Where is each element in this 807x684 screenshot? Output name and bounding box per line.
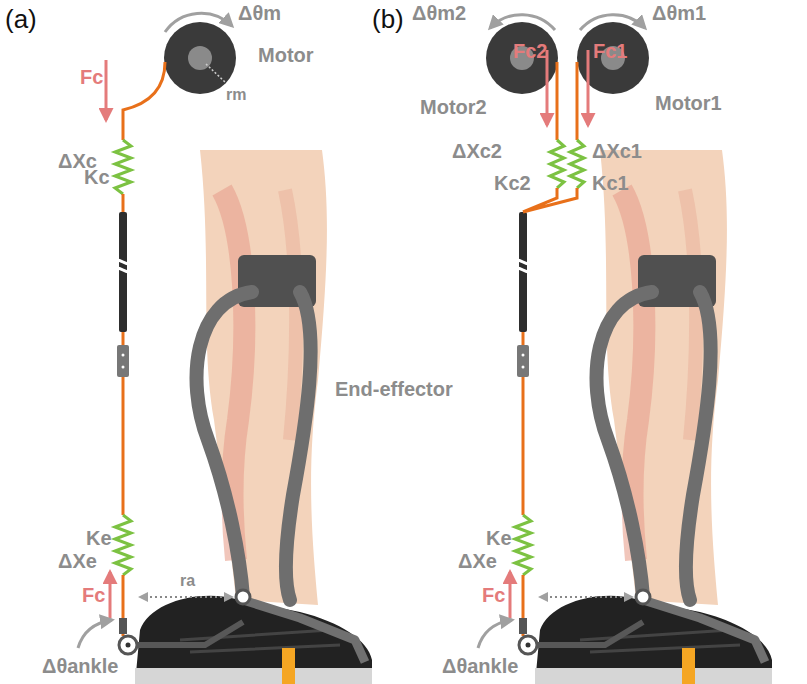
force-label: Fc [482, 584, 505, 606]
stiffness-label: Kc [84, 166, 110, 188]
radius-label: rm [226, 86, 246, 104]
rotation-label: Δθankle [442, 655, 518, 677]
ankle-assembly-b [478, 150, 772, 684]
rotation-label: Δθm [238, 2, 281, 24]
stiffness-label: Ke [86, 527, 112, 549]
rotation-label: Δθm1 [652, 2, 706, 24]
rotation-label: Δθankle [42, 655, 118, 677]
rotation-label: Δθm2 [412, 2, 466, 24]
part-name: Motor2 [420, 96, 487, 118]
force-label: Fc [80, 66, 103, 88]
force-label: Fc [82, 584, 105, 606]
ankle-assembly-a [78, 150, 372, 684]
part-name: Motor1 [655, 92, 722, 114]
panel-tag: (b) [372, 5, 404, 34]
displacement-label: ΔXc2 [452, 140, 502, 162]
displacement-label: ΔXe [58, 550, 97, 572]
force-label: Fc2 [513, 40, 547, 62]
force-label: Fc1 [593, 40, 627, 62]
part-name: End-effector [335, 378, 453, 400]
stiffness-label: Ke [486, 527, 512, 549]
part-name: Motor [258, 44, 314, 66]
displacement-label: ΔXe [458, 550, 497, 572]
panel-tag: (a) [5, 5, 37, 34]
stiffness-label: Kc2 [494, 172, 531, 194]
displacement-label: ΔXc1 [592, 140, 642, 162]
stiffness-label: Kc1 [592, 172, 629, 194]
radius-label: ra [180, 572, 195, 590]
